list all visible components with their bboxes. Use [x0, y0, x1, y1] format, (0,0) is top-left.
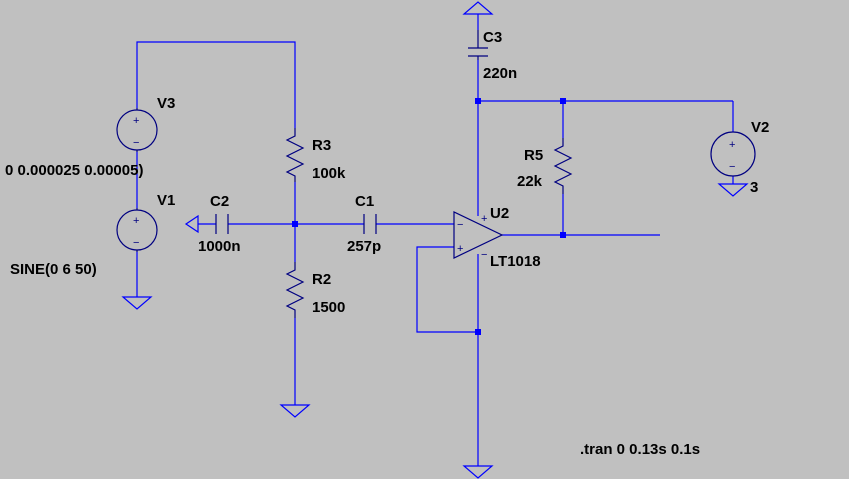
junction-dot [475, 329, 481, 335]
opamp-vplus-pin: + [481, 213, 487, 225]
r3-value-label[interactable]: 100k [312, 165, 346, 182]
v2-name-label[interactable]: V2 [751, 119, 769, 136]
opamp-minus-pin: − [457, 219, 463, 231]
capacitor-c1[interactable] [363, 214, 377, 234]
v3-value-label[interactable]: 0 0.000025 0.00005) [5, 162, 143, 179]
resistor-r2[interactable] [285, 262, 305, 318]
opamp-u2[interactable]: − + + − [453, 211, 504, 261]
v1-value-label[interactable]: SINE(0 6 50) [10, 261, 97, 278]
c1-value-label[interactable]: 257p [347, 238, 381, 255]
v1-name-label[interactable]: V1 [157, 192, 175, 209]
voltage-source-v1[interactable]: + − [116, 208, 158, 252]
component-labels: V3 0 0.000025 0.00005) V1 SINE(0 6 50) C… [5, 29, 769, 458]
wire-feedback-loop[interactable] [416, 246, 478, 333]
c3-value-label[interactable]: 220n [483, 65, 517, 82]
r5-value-label[interactable]: 22k [517, 173, 543, 190]
junction-dot [475, 98, 481, 104]
r3-name-label[interactable]: R3 [312, 137, 331, 154]
junctions [292, 98, 566, 335]
v2-value-label[interactable]: 3 [750, 179, 758, 196]
minus-sign: − [133, 237, 139, 249]
ground-icon [279, 404, 311, 418]
minus-sign: − [133, 137, 139, 149]
ground-icon [462, 465, 494, 479]
plus-sign: + [133, 215, 139, 227]
c2-value-label[interactable]: 1000n [198, 238, 241, 255]
ground-icon [121, 296, 153, 310]
junction-dot [560, 98, 566, 104]
plus-sign: + [133, 115, 139, 127]
junction-dot [292, 221, 298, 227]
capacitor-c2[interactable] [215, 214, 229, 234]
wire-v3-top-to-r3[interactable] [136, 41, 296, 128]
minus-sign: − [729, 161, 735, 173]
c3-name-label[interactable]: C3 [483, 29, 502, 46]
plus-sign: + [729, 139, 735, 151]
simulation-directive[interactable]: .tran 0 0.13s 0.1s [580, 441, 700, 458]
u2-name-label[interactable]: U2 [490, 205, 509, 222]
junction-dot [560, 232, 566, 238]
voltage-source-v3[interactable]: + − [116, 108, 158, 152]
capacitor-c3[interactable] [468, 30, 488, 60]
voltage-source-v2[interactable]: + − [710, 131, 756, 177]
port-arrow-icon [184, 214, 199, 234]
r2-name-label[interactable]: R2 [312, 271, 331, 288]
supply-arrow-icon [462, 1, 494, 15]
opamp-vminus-pin: − [481, 249, 487, 261]
ground-icon [717, 183, 749, 197]
c1-name-label[interactable]: C1 [355, 193, 374, 210]
u2-value-label[interactable]: LT1018 [490, 253, 541, 270]
opamp-plus-pin: + [457, 243, 463, 255]
v3-name-label[interactable]: V3 [157, 95, 175, 112]
c2-name-label[interactable]: C2 [210, 193, 229, 210]
resistor-r5[interactable] [553, 138, 573, 194]
wires [136, 14, 734, 466]
r5-name-label[interactable]: R5 [524, 147, 543, 164]
resistor-r3[interactable] [285, 128, 305, 182]
r2-value-label[interactable]: 1500 [312, 299, 345, 316]
